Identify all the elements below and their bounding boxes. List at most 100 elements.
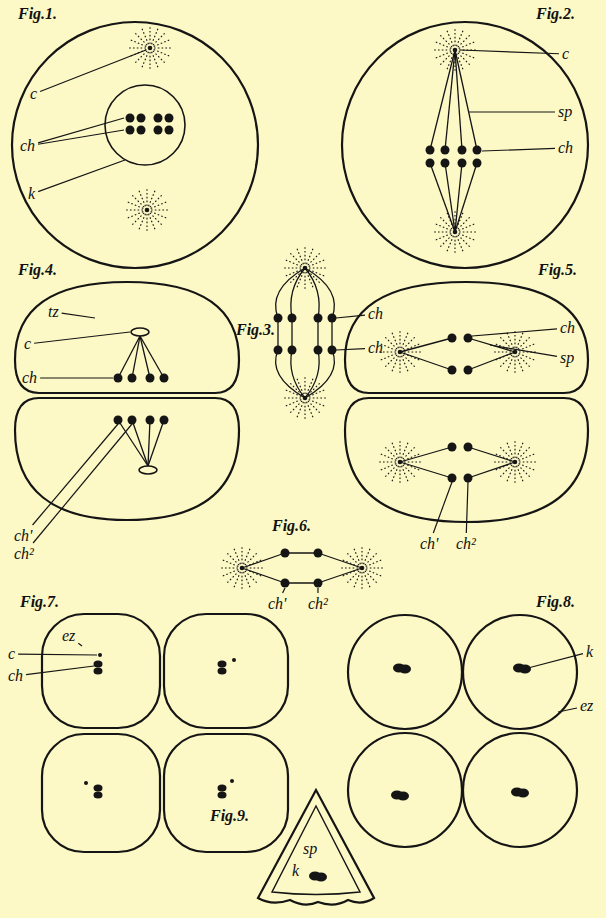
chromosome (137, 114, 146, 123)
cell-outline (342, 22, 588, 268)
aster-ray (241, 572, 242, 589)
leader-line (490, 345, 557, 356)
cell-outline (345, 282, 588, 393)
part-label: sp (558, 104, 572, 120)
aster-ray (434, 49, 451, 50)
aster-ray (458, 53, 470, 65)
aster-ray (403, 337, 415, 349)
aster-ray (402, 443, 409, 459)
part-label: c (8, 646, 15, 662)
chromosome (128, 416, 137, 425)
chromosome (165, 126, 174, 135)
centrosome (139, 466, 157, 474)
chromosome (464, 334, 473, 343)
aster-ray (402, 466, 409, 482)
leader-line (528, 654, 583, 668)
sperm-inner (272, 806, 360, 895)
chromosome (126, 126, 135, 135)
part-label: tz (48, 304, 59, 320)
chromosome (126, 114, 135, 123)
leader-line (466, 482, 468, 533)
aster-ray (457, 31, 464, 47)
aster-ray (434, 231, 451, 232)
leader-line (33, 424, 132, 543)
chromosome (114, 374, 123, 383)
leader-line (62, 313, 95, 318)
aster-ray (244, 572, 251, 588)
chromosome (288, 314, 297, 323)
centrosome (98, 653, 102, 657)
leader-line (38, 160, 125, 192)
aster-ray (241, 547, 242, 564)
leader-line (34, 332, 130, 343)
spindle-fibre (132, 336, 140, 378)
chromosome (458, 146, 467, 155)
leader-line (317, 588, 318, 593)
aster-ray (129, 47, 146, 48)
aster (126, 189, 168, 231)
cell-outline (12, 22, 258, 268)
chromosome (146, 374, 155, 383)
aster-ray (290, 401, 302, 413)
leader-line (558, 708, 577, 712)
spindle-fibre (291, 268, 305, 318)
part-label: k (586, 644, 593, 660)
aster-ray (284, 397, 301, 398)
aster-ray (150, 195, 162, 207)
aster-ray (227, 553, 239, 565)
part-label: sp (303, 841, 317, 857)
aster-ray (517, 443, 524, 459)
chromosome (314, 549, 323, 558)
aster-ray (153, 51, 165, 63)
aster-ray (436, 224, 452, 231)
chromosome (94, 667, 103, 674)
chromosome (218, 784, 227, 791)
chromosome (154, 126, 163, 135)
aster-ray (149, 191, 156, 207)
aster-ray (234, 572, 241, 588)
chromosome (114, 416, 123, 425)
aster-ray (132, 213, 144, 225)
part-label: ch (20, 138, 35, 154)
aster-ray (364, 572, 371, 588)
chromosome (473, 159, 482, 168)
chromosome (281, 549, 290, 558)
aster-ray (385, 337, 397, 349)
centrosome (145, 208, 150, 213)
aster-ray (379, 461, 396, 462)
cell-outline (348, 733, 462, 847)
aster-ray (403, 447, 415, 459)
spindle-fibre (305, 350, 319, 398)
aster-ray (454, 29, 455, 46)
cell-outline (15, 398, 239, 520)
aster-ray (514, 466, 515, 483)
aster-ray (304, 402, 305, 419)
spindle-fibre (277, 318, 278, 350)
centrosome (131, 328, 149, 336)
chromosome (218, 660, 227, 667)
chromosome (426, 146, 435, 155)
aster-ray (507, 333, 514, 349)
part-label: ch (558, 140, 573, 156)
spindle-fibre (242, 568, 285, 583)
leader-lines (18, 50, 583, 712)
spindle-fibre (140, 336, 150, 378)
figure-number: Fig.6. (272, 518, 311, 534)
chromosome (448, 443, 457, 452)
part-label: ch (22, 370, 37, 386)
aster-ray (517, 466, 524, 482)
cell-outline (348, 615, 462, 729)
aster-ray (392, 333, 399, 349)
spindle-fibre (305, 350, 334, 398)
leader-line (460, 50, 559, 54)
part-label: ez (580, 698, 593, 714)
spindle-fibre (455, 163, 477, 232)
aster-ray (246, 567, 263, 568)
aster-ray (139, 191, 146, 207)
leader-line (469, 111, 555, 112)
cell-outline (42, 734, 160, 852)
spindle-fibre (468, 447, 515, 462)
chromosome (458, 159, 467, 168)
spindle-fibre (291, 350, 305, 398)
aster-ray (286, 400, 302, 407)
